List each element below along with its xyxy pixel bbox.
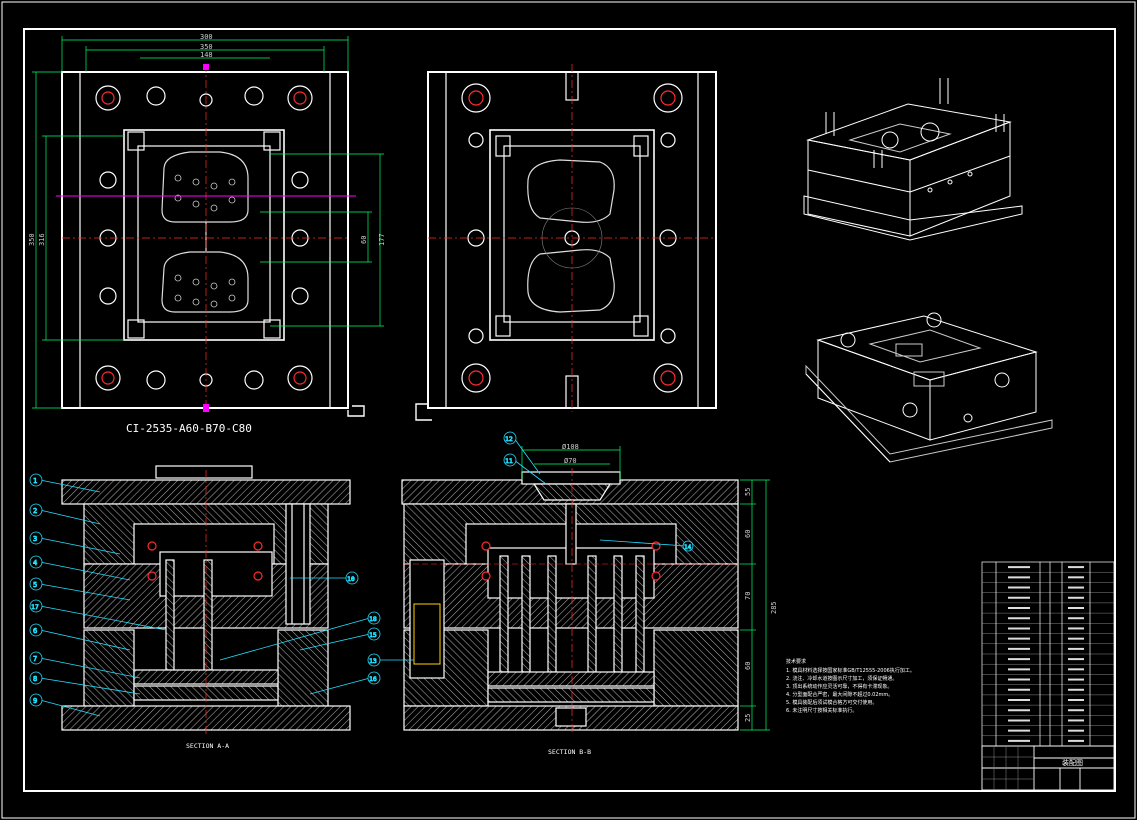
section-aa[interactable] xyxy=(61,465,351,735)
svg-text:16: 16 xyxy=(369,675,377,683)
part-callouts: 1 2 3 4 5 17 6 7 8 9 10 18 15 13 16 12 1… xyxy=(29,431,694,717)
callout-13: 13 xyxy=(367,653,414,667)
svg-text:6: 6 xyxy=(33,627,37,635)
isometric-view-assembled[interactable] xyxy=(803,78,1023,241)
plan-view-fixed-half[interactable] xyxy=(56,64,365,417)
dim-sprue-inner: Ø70 xyxy=(564,457,577,465)
svg-text:12: 12 xyxy=(505,435,513,443)
callout-8: 8 xyxy=(29,671,141,695)
callout-2: 2 xyxy=(29,503,101,525)
callout-17: 17 xyxy=(29,599,167,631)
svg-text:2: 2 xyxy=(33,507,37,515)
callout-9: 9 xyxy=(29,693,101,717)
dim-h-3: 70 xyxy=(744,592,752,600)
svg-text:7: 7 xyxy=(33,655,37,663)
plan-view-moving-half[interactable] xyxy=(415,64,717,421)
section-bb-label: SECTION B-B xyxy=(548,748,591,756)
note-1: 1. 模具材料选择按国家标准GB/T12555-2006执行加工。 xyxy=(786,667,915,674)
dim-h-4: 60 xyxy=(744,662,752,670)
isometric-view-moving-half[interactable] xyxy=(805,312,1053,463)
title-block-name: 装配图 xyxy=(1062,758,1083,767)
plan-dimensions xyxy=(32,36,384,409)
dim-left-2: 316 xyxy=(38,233,46,246)
svg-text:10: 10 xyxy=(347,575,355,583)
callout-4: 4 xyxy=(29,555,131,581)
dim-right-1: 60 xyxy=(360,236,368,244)
callout-16: 16 xyxy=(309,671,381,695)
callout-15: 15 xyxy=(299,627,381,651)
callout-3: 3 xyxy=(29,531,121,555)
svg-text:4: 4 xyxy=(33,559,37,567)
section-bb[interactable] xyxy=(401,468,740,735)
svg-text:9: 9 xyxy=(33,697,37,705)
plan-dimension-texts: 300 350 148 350 316 60 177 xyxy=(28,33,386,246)
svg-text:14: 14 xyxy=(684,544,692,551)
dim-h-2: 60 xyxy=(744,530,752,538)
svg-text:5: 5 xyxy=(33,581,37,589)
dim-top-1: 300 xyxy=(200,33,213,41)
callout-1: 1 xyxy=(29,473,101,493)
bill-of-materials[interactable] xyxy=(981,561,1115,747)
section-aa-label: SECTION A-A xyxy=(186,742,229,750)
dim-sprue-outer: Ø108 xyxy=(562,443,579,451)
dim-left-1: 350 xyxy=(28,233,36,246)
callout-6: 6 xyxy=(29,623,131,651)
callout-12: 12 xyxy=(503,431,541,475)
dim-top-3: 148 xyxy=(200,51,213,59)
title-block[interactable] xyxy=(981,745,1115,791)
svg-text:18: 18 xyxy=(369,615,377,623)
note-2: 2. 浇注、冷却水道按图示尺寸加工，须保证畅通。 xyxy=(786,675,897,682)
dim-h-total: 285 xyxy=(770,601,778,614)
svg-text:8: 8 xyxy=(33,675,37,683)
notes-title: 技术要求 xyxy=(786,658,806,665)
note-3: 3. 顶出系统动作应灵活可靠，不得有卡滞现象。 xyxy=(786,683,892,690)
callout-18: 18 xyxy=(219,611,381,661)
dim-right-2: 177 xyxy=(378,233,386,246)
svg-text:15: 15 xyxy=(369,631,377,639)
dim-top-2: 350 xyxy=(200,43,213,51)
dim-h-5: 25 xyxy=(744,714,752,722)
svg-text:1: 1 xyxy=(33,477,37,485)
callout-7: 7 xyxy=(29,651,141,679)
note-6: 6. 未注明尺寸按相关标准执行。 xyxy=(786,707,857,714)
plan-model-label: CI-2535-A60-B70-C80 xyxy=(126,422,252,435)
height-dimension-texts: 55 60 70 60 25 285 xyxy=(744,488,778,722)
svg-text:13: 13 xyxy=(369,657,377,665)
note-4: 4. 分型面配合严密，最大间隙不超过0.02mm。 xyxy=(786,691,893,698)
callout-14: 14 xyxy=(599,539,694,552)
technical-notes: 技术要求 1. 模具材料选择按国家标准GB/T12555-2006执行加工。 2… xyxy=(786,658,915,714)
height-dimension-lines xyxy=(740,479,770,731)
dim-h-1: 55 xyxy=(744,488,752,496)
svg-text:17: 17 xyxy=(31,603,39,611)
callout-11: 11 xyxy=(503,453,547,485)
drawing-inner-border xyxy=(23,28,1116,792)
callout-5: 5 xyxy=(29,577,131,601)
svg-text:3: 3 xyxy=(33,535,37,543)
sprue-dimension-lines xyxy=(521,446,621,480)
callout-10: 10 xyxy=(290,571,359,585)
svg-text:11: 11 xyxy=(505,457,513,465)
note-5: 5. 模具装配后须试模合格方可交付使用。 xyxy=(786,699,877,706)
